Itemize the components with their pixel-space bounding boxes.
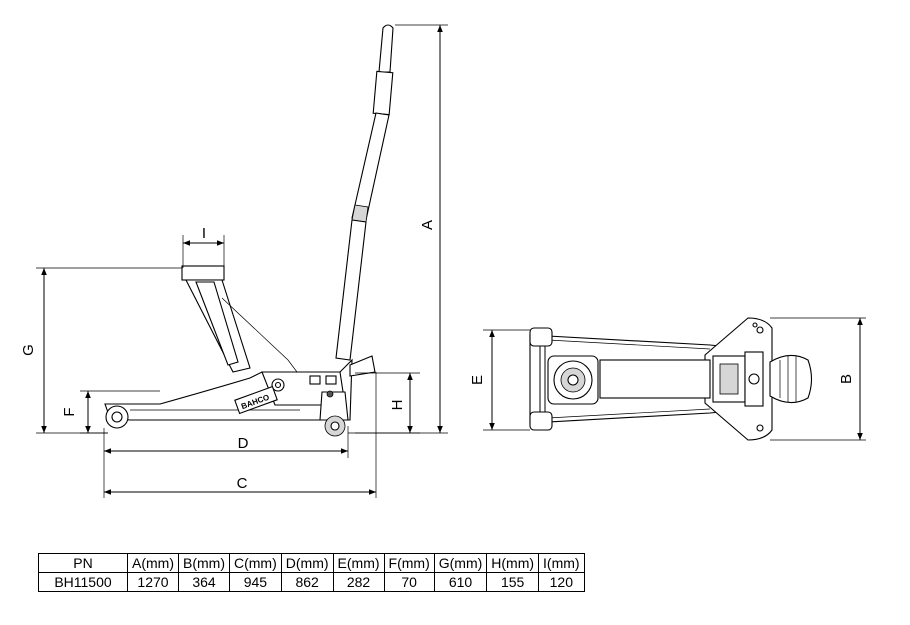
- cell-b: 364: [178, 572, 230, 592]
- dim-label-h: H: [389, 400, 406, 411]
- saddle-top: [547, 355, 599, 405]
- brand-label: [234, 385, 278, 415]
- top-view: E B: [469, 317, 866, 441]
- dim-label-g: G: [20, 344, 37, 356]
- dim-label-f: F: [61, 407, 78, 416]
- dimension-lines: [41, 25, 443, 495]
- cell-a: 1270: [127, 572, 179, 592]
- header-i: I(mm): [538, 553, 585, 573]
- header-e: E(mm): [332, 553, 385, 573]
- header-b: B(mm): [178, 553, 230, 573]
- dim-label-c: C: [237, 475, 248, 492]
- header-h: H(mm): [486, 553, 540, 573]
- spec-table: PN A(mm) B(mm) C(mm) D(mm) E(mm) F(mm) G…: [38, 553, 585, 592]
- header-c: C(mm): [229, 553, 282, 573]
- table-row: BH11500 1270 364 945 862 282 70 610 155 …: [38, 572, 585, 592]
- cell-e: 282: [332, 572, 385, 592]
- dim-label-d: D: [238, 435, 249, 452]
- jack-technical-drawing: BAHCO: [20, 24, 866, 498]
- spec-table-header-row: PN A(mm) B(mm) C(mm) D(mm) E(mm) F(mm) G…: [38, 553, 585, 573]
- header-pn: PN: [38, 553, 128, 573]
- header-a: A(mm): [127, 553, 179, 573]
- cell-h: 155: [486, 572, 540, 592]
- cell-pn: BH11500: [38, 572, 128, 592]
- header-g: G(mm): [433, 553, 488, 573]
- cell-g: 610: [433, 572, 488, 592]
- chassis: BAHCO: [104, 355, 376, 421]
- cell-i: 120: [538, 572, 585, 592]
- header-d: D(mm): [280, 553, 334, 573]
- cell-f: 70: [383, 572, 435, 592]
- side-view: BAHCO: [20, 24, 448, 498]
- front-wheel: [105, 405, 129, 429]
- header-f: F(mm): [383, 553, 435, 573]
- cell-d: 862: [280, 572, 334, 592]
- cell-c: 945: [229, 572, 282, 592]
- lifting-arm: [181, 265, 301, 377]
- rear-wheel: [319, 390, 349, 437]
- dim-label-a: A: [419, 220, 436, 230]
- dim-label-b: B: [838, 374, 855, 384]
- jack-handle: [335, 24, 394, 361]
- dim-label-e: E: [469, 375, 486, 385]
- dim-label-i: I: [202, 225, 206, 242]
